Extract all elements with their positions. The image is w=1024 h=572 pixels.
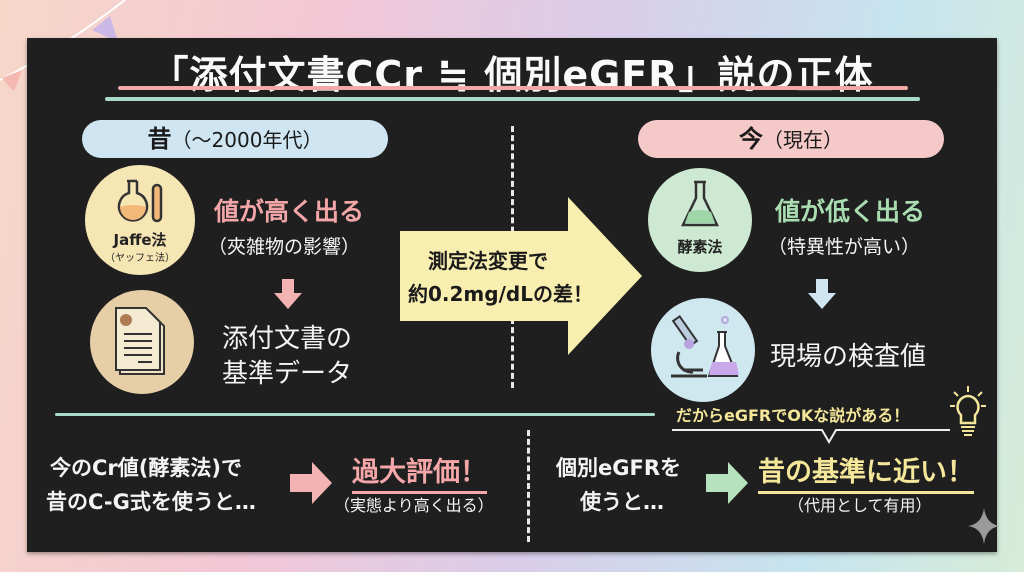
transition-line2: 約0.2mg/dLの差！ xyxy=(408,282,593,306)
jaffe-reading: （ヤッフェ法） xyxy=(105,253,175,264)
document-circle xyxy=(90,290,194,394)
enzyme-method-circle: 酵素法 xyxy=(648,168,752,272)
past-reason: （夾雑物の影響） xyxy=(208,236,361,258)
section-divider xyxy=(55,413,655,416)
title-underline-teal xyxy=(105,97,920,101)
present-header: 今（現在） xyxy=(638,120,944,158)
past-header: 昔（～2000年代） xyxy=(82,120,388,158)
callout-text: だからeGFRでOKな説がある！ xyxy=(676,406,910,425)
bottom-divider xyxy=(527,430,530,542)
bottom-left-line2: 昔のC-G式を使うと… xyxy=(46,490,256,514)
sparkle-icon xyxy=(968,508,1000,544)
title-underline-pink xyxy=(118,86,908,90)
bottom-right-line2: 使うと… xyxy=(580,490,664,514)
down-arrow-icon xyxy=(274,279,302,309)
overestimate-label: 過大評価！ xyxy=(352,450,487,494)
past-header-sub: （～2000年代） xyxy=(171,128,323,152)
enzyme-label: 酵素法 xyxy=(677,238,723,256)
lab-circle xyxy=(651,298,755,402)
close-to-past-label: 昔の基準に近い！ xyxy=(758,450,974,494)
page-title: 「添付文書CCr ≒ 個別eGFR」説の正体 xyxy=(150,53,874,97)
flask-test-tube-icon xyxy=(117,179,163,223)
past-header-main: 昔 xyxy=(147,125,172,153)
jaffe-label: Jaffe法 xyxy=(113,231,167,249)
microscope-flask-icon xyxy=(671,315,739,378)
callout-bubble-line xyxy=(672,429,950,444)
document-icon xyxy=(115,307,165,375)
present-header-sub: （現在） xyxy=(763,128,843,152)
past-outcome-line2: 基準データ xyxy=(222,359,353,389)
past-outcome-line1: 添付文書の xyxy=(222,324,353,354)
overestimate-note: （実態より高く出る） xyxy=(334,496,494,515)
present-reason: （特異性が高い） xyxy=(768,236,921,258)
close-to-past-note: （代用として有用） xyxy=(788,496,932,515)
past-result: 値が高く出る xyxy=(214,197,365,226)
jaffe-method-circle: Jaffe法 （ヤッフェ法） xyxy=(85,165,195,275)
erlenmeyer-flask-icon xyxy=(681,180,719,227)
bottom-left-line1: 今のCr値(酵素法)で xyxy=(50,456,242,480)
present-header-main: 今 xyxy=(739,125,763,153)
bottom-right-line1: 個別eGFRを xyxy=(556,456,681,480)
present-result: 値が低く出る xyxy=(775,197,926,226)
lightbulb-icon xyxy=(950,386,986,436)
transition-arrow xyxy=(400,197,642,355)
transition-line1: 測定法変更で xyxy=(428,249,548,273)
down-arrow-icon xyxy=(808,279,836,309)
right-arrow-icon xyxy=(706,462,748,504)
right-arrow-icon xyxy=(290,462,332,504)
present-outcome: 現場の検査値 xyxy=(770,342,927,372)
